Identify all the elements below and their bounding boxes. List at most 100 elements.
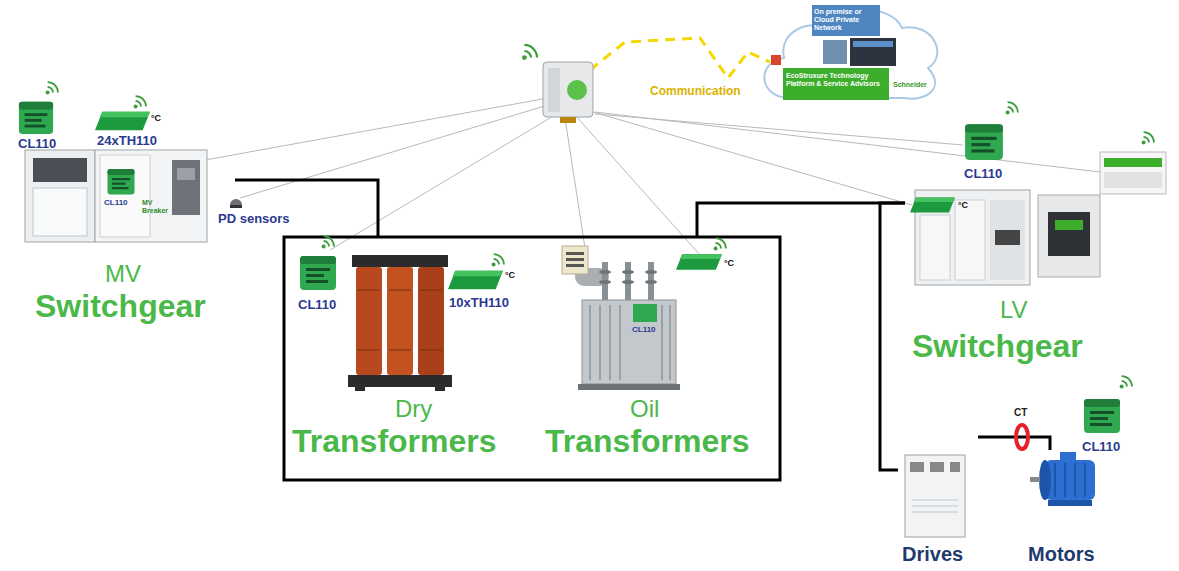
node-label: Switchgear	[912, 328, 1083, 365]
motor-drawing	[1030, 452, 1095, 506]
drive-drawing	[905, 455, 965, 537]
cloud	[850, 38, 896, 66]
mv-switchgear-drawing	[25, 150, 95, 242]
drive-drawing	[912, 506, 958, 507]
cloud	[771, 55, 781, 65]
wireless-link	[205, 98, 548, 160]
wireless-link	[593, 112, 912, 205]
oil-transformer-drawing	[609, 305, 611, 380]
power-cable	[235, 180, 378, 237]
wireless-link	[595, 112, 1100, 172]
th110-sensor	[95, 112, 150, 130]
device-label: CL110	[104, 198, 128, 207]
dry-transformer-drawing	[358, 350, 380, 351]
cloud-platform: On premise or Cloud Private NetworkEcoSt…	[765, 3, 937, 103]
dry-transformer-drawing	[418, 267, 444, 375]
oil-transformer-drawing	[645, 280, 657, 284]
wifi-icon	[714, 238, 726, 250]
oil-transformer-drawing	[599, 280, 611, 284]
lv-switchgear-drawing	[1100, 152, 1166, 194]
mv-switchgear-drawing	[100, 155, 150, 237]
node-label: On premise or Cloud Private Network	[814, 8, 876, 32]
lv-switchgear: LVSwitchgear	[905, 195, 1100, 370]
lv-switchgear-drawing	[995, 230, 1020, 245]
drive-drawing	[912, 500, 958, 512]
gateway	[567, 80, 587, 100]
drive-drawing	[912, 500, 958, 501]
lv-switchgear-drawing	[1055, 220, 1083, 230]
motor-drawing	[1039, 460, 1051, 500]
dry-transformer-drawing	[389, 350, 411, 351]
pd-sensor	[230, 199, 242, 208]
oil-transformer-drawing	[578, 384, 680, 390]
mv-switchgear-drawing	[172, 160, 200, 215]
dry-transformer-drawing	[420, 290, 442, 291]
motor-drawing	[1074, 463, 1076, 497]
wifi-icon	[1006, 102, 1018, 114]
oil-transformer-drawing	[661, 305, 663, 380]
th110-sensor	[910, 198, 955, 213]
pd-sensor	[230, 205, 242, 208]
mv-switchgear-drawing	[33, 188, 87, 236]
dry-transformer-drawing	[358, 290, 380, 291]
mv-switchgear-drawing	[177, 168, 195, 180]
unit-label: °C	[958, 200, 968, 210]
dry-transformer-drawing	[356, 267, 382, 375]
device-label: CL110	[632, 325, 656, 334]
motor-drawing	[1055, 463, 1085, 497]
motor-drawing	[1060, 452, 1076, 461]
wireless-link	[330, 115, 555, 250]
gateway	[543, 62, 593, 123]
dry-transformer-drawing	[387, 267, 413, 375]
lv-switchgear-drawing	[915, 152, 1166, 285]
power-cable	[978, 437, 1050, 450]
mv-switchgear: MVSwitchgear	[20, 150, 235, 330]
device-label: CL110	[964, 167, 1002, 182]
cloud	[812, 5, 880, 36]
oil-transformer-drawing	[622, 280, 634, 284]
wifi-icon	[1142, 132, 1154, 144]
sensor-label: 24xTH110	[97, 134, 157, 149]
cl110-device	[19, 102, 53, 134]
power-cable	[697, 203, 905, 237]
lv-switchgear-drawing	[1038, 195, 1100, 277]
motor-drawing	[1030, 477, 1040, 482]
lv-switchgear-drawing	[1104, 172, 1162, 188]
oil-transformer-drawing	[633, 304, 657, 322]
lv-switchgear-drawing	[955, 200, 985, 280]
cl110-device	[1084, 399, 1120, 433]
wifi-icon	[46, 82, 58, 94]
transformer-enclosure	[284, 237, 780, 480]
oil-transformer: OilTransformers	[530, 237, 775, 465]
oil-transformer-drawing	[622, 270, 634, 274]
oil-transformer-drawing	[582, 300, 676, 384]
mv-switchgear-drawing	[33, 158, 87, 182]
cl110-device	[965, 124, 1003, 160]
device-label: CL110	[298, 298, 336, 313]
cl110-device	[108, 169, 135, 195]
drive-drawing	[910, 462, 924, 472]
oil-transformer-drawing	[562, 246, 680, 390]
gateway	[548, 68, 560, 112]
unit-label: °C	[151, 113, 161, 123]
unit-label: °C	[505, 270, 515, 280]
motor-drawing	[1064, 463, 1066, 497]
oil-transformer-drawing	[599, 270, 611, 274]
node-label: Transformers	[292, 423, 497, 460]
wireless-link	[565, 118, 585, 248]
node-label: Oil	[630, 395, 659, 423]
mv-switchgear-drawing	[25, 150, 207, 242]
dry-transformer-drawing	[355, 387, 365, 391]
drive-drawing	[950, 462, 960, 472]
drive-drawing	[905, 455, 965, 537]
device-label: CL110	[1082, 440, 1120, 455]
motor-drawing	[1054, 463, 1056, 497]
communication-link	[590, 38, 770, 78]
drive-drawing	[930, 462, 944, 472]
node-label: Switchgear	[35, 288, 206, 325]
